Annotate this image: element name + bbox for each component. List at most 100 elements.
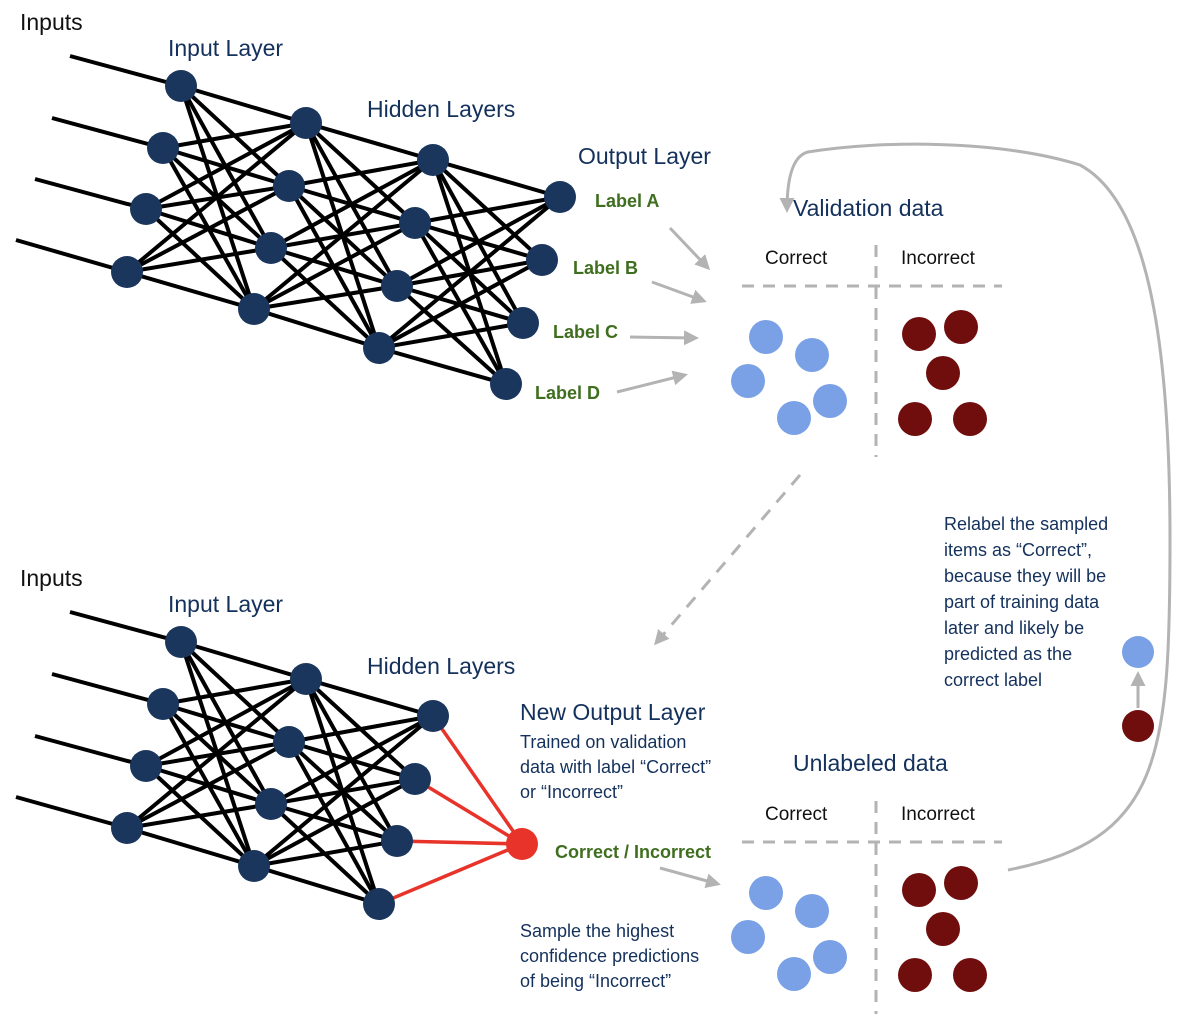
unlabeled-incorrect-dot: [944, 866, 978, 900]
label-arrows: [616, 226, 711, 394]
validation-correct-header: Correct: [765, 248, 828, 269]
new-output-connection: [431, 715, 524, 845]
bottom-net-connection: [145, 677, 307, 768]
top-net-connection: [253, 307, 380, 350]
new-output-connection: [414, 777, 523, 846]
unlabeled-incorrect-dot: [926, 912, 960, 946]
bottom-net-connection: [162, 677, 307, 706]
new-output-connection: [378, 842, 523, 906]
unlabeled-correct-header: Correct: [765, 804, 828, 825]
unlabeled-grid: [742, 801, 1002, 1014]
bottom-net-connection: [270, 714, 434, 806]
validation-correct-dot: [749, 320, 783, 354]
top-net-node-layer-4: [490, 368, 522, 400]
unlabeled-incorrect-dot: [953, 958, 987, 992]
top-net-input-line: [51, 116, 164, 150]
top-net-connection: [305, 121, 434, 162]
top-net-connection: [253, 221, 416, 311]
top-net-input-line: [34, 177, 147, 211]
bottom-net-node-layer-2: [238, 850, 270, 882]
retrain-dashed-arrow: [654, 474, 802, 646]
unlabeled-correct-dot: [795, 894, 829, 928]
top-net-connection: [126, 246, 272, 274]
top-net-node-layer-2: [255, 232, 287, 264]
correct-incorrect-arrow: [659, 866, 721, 889]
bottom-net-node-layer-3: [399, 763, 431, 795]
bottom-net-input-line: [15, 795, 128, 830]
sample-note-2: confidence predictions: [520, 946, 699, 966]
validation-incorrect-dots: [898, 310, 987, 436]
unlabeled-incorrect-header: Incorrect: [901, 804, 976, 825]
relabel-line-3: because they will be: [944, 566, 1106, 586]
new-output-desc-2: data with label “Correct”: [520, 757, 711, 777]
bottom-net-connection: [288, 714, 434, 744]
top-net-node-layer-1: [130, 193, 162, 225]
unlabeled-correct-dot: [813, 940, 847, 974]
top-net-connection: [125, 121, 308, 274]
bottom-net-input-line: [34, 734, 147, 768]
label-c-arrow: [629, 330, 699, 346]
bottom-net-nodes: [111, 626, 449, 920]
top-hidden-layers-label: Hidden Layers: [367, 96, 515, 122]
top-net-connection: [126, 184, 290, 274]
top-net-input-line: [69, 54, 182, 88]
bottom-net-connection: [126, 826, 255, 868]
top-net-node-layer-1: [165, 70, 197, 102]
bottom-net-node-layer-3: [417, 700, 449, 732]
bottom-net-connection: [125, 677, 308, 830]
bottom-net-connection: [180, 640, 307, 681]
feedback-loop-arrow: [779, 142, 1172, 872]
new-output-node: [506, 828, 538, 860]
top-net-nodes: [111, 70, 576, 400]
bottom-net-input-line: [51, 672, 164, 706]
bottom-net-node-layer-3: [363, 888, 395, 920]
validation-incorrect-dot: [926, 356, 960, 390]
top-net-connection: [414, 195, 561, 225]
validation-correct-dot: [731, 364, 765, 398]
top-net-connection: [180, 84, 307, 125]
validation-correct-dot: [795, 338, 829, 372]
unlabeled-correct-dot: [777, 957, 811, 991]
new-output-desc-3: or “Incorrect”: [520, 782, 623, 802]
bottom-net-connection: [252, 714, 435, 868]
bottom-net-node-layer-1: [111, 812, 143, 844]
top-net-connection: [377, 195, 562, 350]
top-net-connection: [378, 258, 543, 350]
top-net-node-layer-3: [381, 270, 413, 302]
unlabeled-correct-dot: [731, 920, 765, 954]
correct-incorrect-label: Correct / Incorrect: [555, 842, 711, 862]
relabel-line-1: Relabel the sampled: [944, 514, 1108, 534]
top-net-node-layer-4: [507, 307, 539, 339]
bottom-net-connection: [253, 839, 398, 868]
top-net-node-layer-4: [544, 181, 576, 213]
bottom-net-node-layer-1: [130, 750, 162, 782]
unlabeled-title: Unlabeled data: [793, 750, 948, 776]
top-net-connection: [378, 321, 524, 350]
sample-note-3: of being “Incorrect”: [520, 971, 671, 991]
bottom-net-edges: [15, 610, 435, 906]
top-output-layer-label: Output Layer: [578, 143, 711, 169]
bottom-net-node-layer-3: [381, 825, 413, 857]
unlabeled-incorrect-dot: [898, 958, 932, 992]
relabel-note: Relabel the sampled items as “Correct”, …: [944, 514, 1108, 690]
validation-incorrect-dot: [898, 402, 932, 436]
validation-correct-dot: [777, 401, 811, 435]
bottom-net-node-layer-1: [147, 688, 179, 720]
new-output-desc-1: Trained on validation: [520, 732, 686, 752]
bottom-neural-network: [15, 610, 538, 920]
top-net-edges: [15, 54, 562, 386]
bottom-net-input-line: [69, 610, 182, 644]
output-label-d: Label D: [535, 383, 600, 403]
top-net-node-layer-2: [238, 293, 270, 325]
top-net-node-layer-2: [290, 107, 322, 139]
new-output-connection: [396, 839, 523, 846]
validation-incorrect-dot: [944, 310, 978, 344]
bottom-net-connection: [305, 677, 434, 718]
top-net-connection: [162, 121, 307, 150]
unlabeled-incorrect-dots: [898, 866, 987, 992]
relabel-line-2: items as “Correct”,: [944, 540, 1092, 560]
validation-incorrect-dot: [953, 402, 987, 436]
top-net-connection: [270, 158, 434, 250]
top-net-connection: [252, 158, 435, 311]
